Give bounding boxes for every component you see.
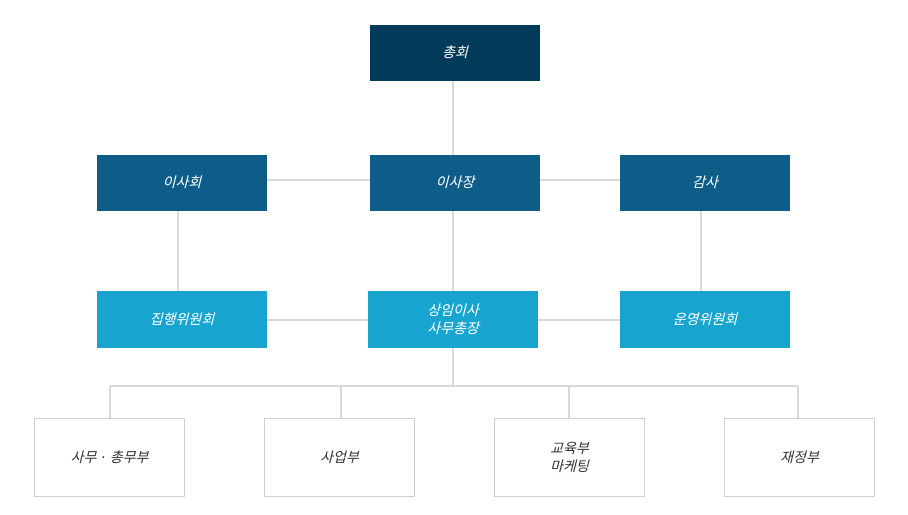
operating-committee-node: 운영위원회 [620, 291, 790, 348]
dept-node-education: 교육부 마케팅 [494, 418, 645, 497]
auditor-label: 감사 [692, 175, 718, 191]
general-meeting-label: 총회 [442, 45, 468, 61]
standing-director-node: 상임이사 사무총장 [368, 291, 538, 348]
dept-node-finance: 재정부 [724, 418, 875, 497]
executive-committee-label: 집행위원회 [149, 311, 215, 328]
operating-committee-label: 운영위원회 [672, 311, 738, 328]
dept-education-label-line2: 마케팅 [550, 458, 589, 475]
dept-business-label: 사업부 [320, 449, 359, 466]
chairman-node: 이사장 [370, 155, 540, 211]
standing-director-label-line1: 상임이사 [427, 302, 479, 319]
chairman-label: 이사장 [435, 175, 475, 191]
dept-finance-label: 재정부 [780, 449, 819, 466]
executive-committee-node: 집행위원회 [97, 291, 267, 348]
board-label: 이사회 [162, 175, 202, 191]
standing-director-label-line2: 사무총장 [427, 320, 479, 337]
board-node: 이사회 [97, 155, 267, 211]
dept-education-label-line1: 교육부 [550, 440, 589, 457]
dept-node-admin: 사무 · 총무부 [34, 418, 185, 497]
dept-admin-label: 사무 · 총무부 [70, 449, 149, 466]
dept-node-business: 사업부 [264, 418, 415, 497]
general-meeting-node: 총회 [370, 25, 540, 81]
auditor-node: 감사 [620, 155, 790, 211]
